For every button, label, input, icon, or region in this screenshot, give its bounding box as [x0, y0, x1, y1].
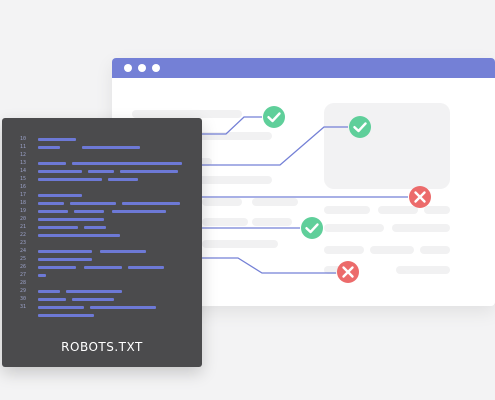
- connector-line: [200, 126, 348, 166]
- placeholder-line: [252, 218, 292, 226]
- code-segment: [70, 202, 116, 205]
- code-segment: [38, 138, 76, 141]
- code-panel: 10 11 12 13 14 15 16 17 18 19 20 21 22 2…: [2, 118, 202, 367]
- browser-titlebar: [112, 58, 495, 78]
- code-segment: [38, 170, 82, 173]
- x-circle-icon: [337, 261, 359, 283]
- code-segment: [38, 258, 92, 261]
- line-number: 27: [20, 272, 27, 278]
- code-segment: [84, 266, 122, 269]
- placeholder-line: [252, 198, 298, 206]
- placeholder-line: [324, 206, 370, 214]
- line-number: 29: [20, 288, 27, 294]
- code-segment: [38, 290, 60, 293]
- line-number: 23: [20, 240, 27, 246]
- code-segment: [38, 210, 68, 213]
- code-segment: [84, 226, 106, 229]
- placeholder-line: [392, 224, 450, 232]
- code-segment: [38, 202, 64, 205]
- line-number: 11: [20, 144, 27, 150]
- placeholder-line: [396, 266, 450, 274]
- placeholder-line: [424, 206, 450, 214]
- code-segment: [38, 178, 102, 181]
- code-segment: [66, 290, 122, 293]
- code-segment: [38, 226, 78, 229]
- placeholder-line: [370, 246, 414, 254]
- line-number: 15: [20, 176, 27, 182]
- placeholder-line: [202, 218, 248, 226]
- line-number: 20: [20, 216, 27, 222]
- line-number: 12: [20, 152, 27, 158]
- line-number: 25: [20, 256, 27, 262]
- code-segment: [108, 178, 138, 181]
- code-segment: [38, 306, 84, 309]
- code-segment: [128, 266, 164, 269]
- code-segment: [38, 234, 120, 237]
- line-number: 18: [20, 200, 27, 206]
- line-number: 19: [20, 208, 27, 214]
- code-segment: [72, 162, 182, 165]
- check-circle-icon: [349, 116, 371, 138]
- placeholder-line: [132, 176, 272, 184]
- code-segment: [100, 250, 146, 253]
- code-segment: [88, 170, 114, 173]
- code-segment: [90, 306, 156, 309]
- window-dot-icon: [152, 64, 160, 72]
- check-circle-icon: [301, 217, 323, 239]
- placeholder-line: [132, 110, 242, 118]
- placeholder-line: [132, 132, 272, 140]
- code-segment: [74, 210, 104, 213]
- code-panel-title: ROBOTS.TXT: [61, 340, 143, 354]
- placeholder-line: [420, 246, 450, 254]
- line-number: 16: [20, 184, 27, 190]
- connector-line: [200, 257, 336, 274]
- line-number: 14: [20, 168, 27, 174]
- line-number: 30: [20, 296, 27, 302]
- line-number: 22: [20, 232, 27, 238]
- code-segment: [38, 218, 104, 221]
- image-placeholder: [324, 103, 450, 189]
- code-lines: 10 11 12 13 14 15 16 17 18 19 20 21 22 2…: [2, 118, 202, 333]
- check-circle-icon: [263, 106, 285, 128]
- line-number: 13: [20, 160, 27, 166]
- code-segment: [72, 298, 114, 301]
- line-number: 17: [20, 192, 27, 198]
- code-segment: [38, 194, 82, 197]
- code-segment: [112, 210, 166, 213]
- window-dot-icon: [138, 64, 146, 72]
- line-number: 10: [20, 136, 27, 142]
- code-segment: [38, 314, 94, 317]
- code-segment: [38, 274, 46, 277]
- line-number: 26: [20, 264, 27, 270]
- x-circle-icon: [409, 186, 431, 208]
- code-segment: [120, 170, 178, 173]
- placeholder-line: [324, 224, 384, 232]
- code-segment: [38, 162, 66, 165]
- placeholder-line: [202, 198, 242, 206]
- placeholder-line: [378, 206, 418, 214]
- code-segment: [38, 266, 76, 269]
- placeholder-line: [202, 240, 278, 248]
- code-segment: [38, 146, 60, 149]
- line-number: 31: [20, 304, 27, 310]
- connector-line: [200, 116, 262, 135]
- code-segment: [38, 298, 66, 301]
- line-number: 21: [20, 224, 27, 230]
- line-number: 28: [20, 280, 27, 286]
- window-dot-icon: [124, 64, 132, 72]
- placeholder-line: [324, 246, 364, 254]
- line-number: 24: [20, 248, 27, 254]
- code-segment: [82, 146, 140, 149]
- code-segment: [122, 202, 180, 205]
- code-segment: [38, 250, 92, 253]
